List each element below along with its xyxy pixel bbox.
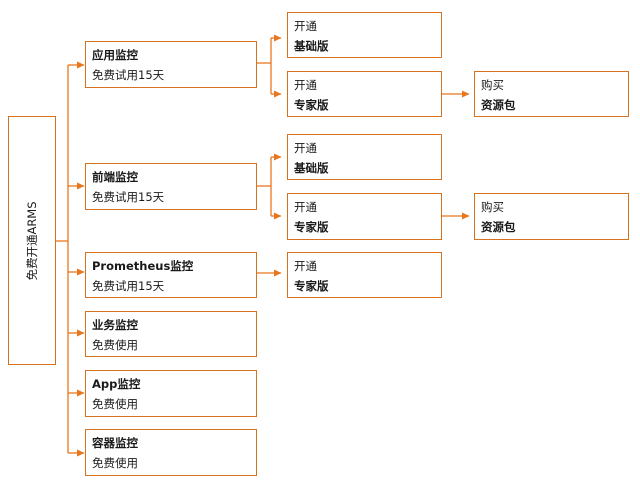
product-node-prometheus-monitoring: Prometheus监控 免费试用15天 (85, 252, 257, 298)
product-name: 业务监控 (92, 318, 138, 332)
edition-node-frontend-basic: 开通 基础版 (287, 134, 442, 180)
edition-node-app-expert: 开通 专家版 (287, 71, 442, 117)
product-name: 前端监控 (92, 170, 138, 184)
edition-action: 开通 (294, 259, 317, 273)
edition-name: 基础版 (294, 39, 329, 53)
edition-action: 开通 (294, 200, 317, 214)
root-node-label: 免费开通ARMS (25, 200, 39, 281)
edition-name: 专家版 (294, 279, 329, 293)
package-node-app-resource: 购买 资源包 (474, 71, 629, 117)
product-node-container-monitoring: 容器监控 免费使用 (85, 429, 257, 476)
edition-action: 开通 (294, 141, 317, 155)
product-trial: 免费试用15天 (92, 190, 165, 204)
package-name: 资源包 (481, 220, 516, 234)
product-node-app-monitoring: 应用监控 免费试用15天 (85, 41, 257, 88)
product-node-app-mobile-monitoring: App监控 免费使用 (85, 370, 257, 417)
product-trial: 免费使用 (92, 338, 138, 352)
product-name: Prometheus监控 (92, 259, 194, 273)
package-action: 购买 (481, 78, 504, 92)
edition-node-frontend-expert: 开通 专家版 (287, 193, 442, 240)
edition-name: 专家版 (294, 98, 329, 112)
edition-node-app-basic: 开通 基础版 (287, 12, 442, 58)
product-trial: 免费试用15天 (92, 68, 165, 82)
edition-action: 开通 (294, 78, 317, 92)
product-trial: 免费试用15天 (92, 279, 165, 293)
edition-node-prometheus-expert: 开通 专家版 (287, 252, 442, 298)
product-trial: 免费使用 (92, 397, 138, 411)
product-trial: 免费使用 (92, 456, 138, 470)
product-name: App监控 (92, 377, 141, 391)
product-node-business-monitoring: 业务监控 免费使用 (85, 311, 257, 357)
product-name: 应用监控 (92, 48, 138, 62)
package-action: 购买 (481, 200, 504, 214)
package-name: 资源包 (481, 98, 516, 112)
root-node-free-arms: 免费开通ARMS (8, 116, 56, 365)
product-name: 容器监控 (92, 436, 138, 450)
edition-name: 基础版 (294, 161, 329, 175)
edition-action: 开通 (294, 19, 317, 33)
product-node-frontend-monitoring: 前端监控 免费试用15天 (85, 163, 257, 210)
edition-name: 专家版 (294, 220, 329, 234)
package-node-frontend-resource: 购买 资源包 (474, 193, 629, 240)
